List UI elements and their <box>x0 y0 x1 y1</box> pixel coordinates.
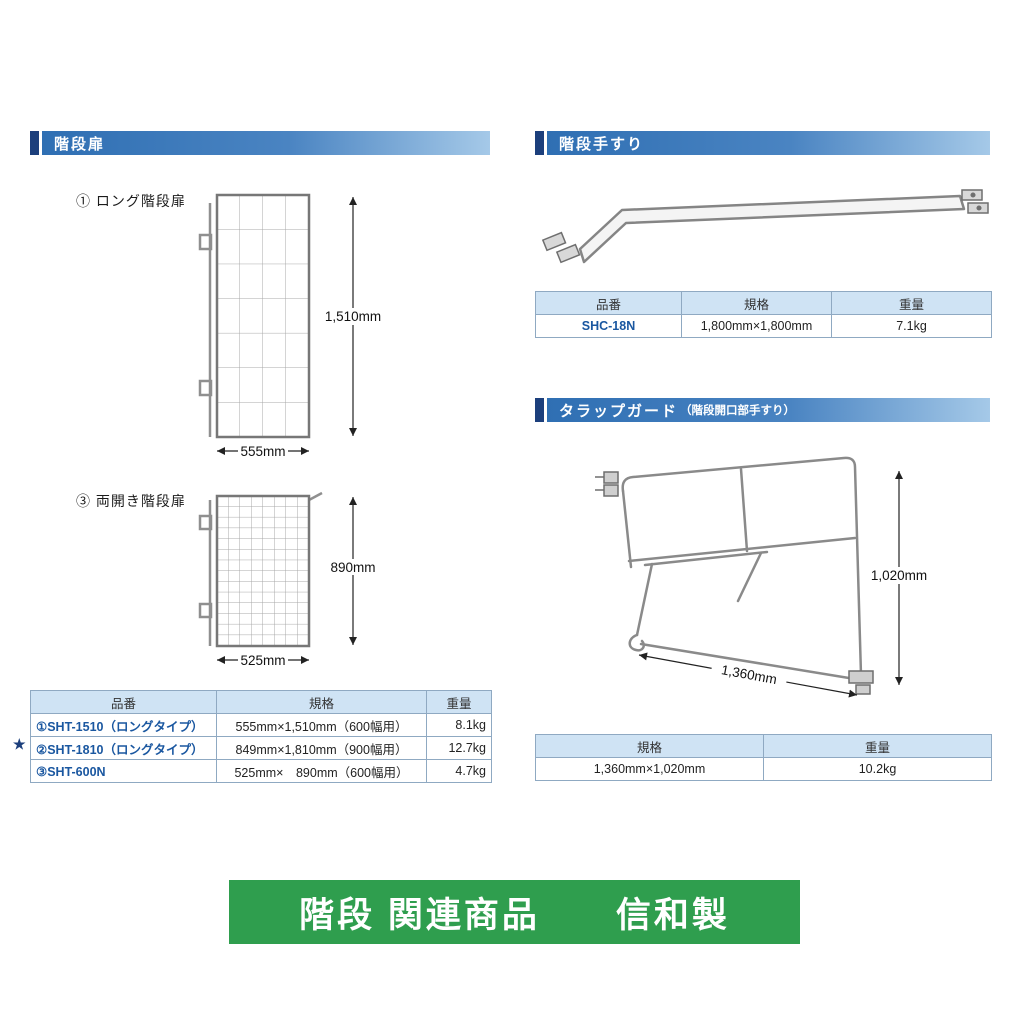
handrail-spec-table: 品番 規格 重量 SHC-18N 1,800mm×1,800mm 7.1kg <box>535 291 992 338</box>
section-title-tarap-guard: タラップガード <box>559 402 679 420</box>
section-header-stair-door: 階段扉 <box>30 131 490 155</box>
guard-frame <box>621 456 863 681</box>
table-row: ②SHT-1810（ロングタイプ） 849mm×1,810mm（900幅用） 1… <box>30 736 492 760</box>
door-mesh-panel <box>215 494 311 648</box>
table-row: 1,360mm×1,020mm 10.2kg <box>535 757 992 781</box>
header-accent-bar <box>30 131 39 155</box>
col-header-weight: 重量 <box>426 690 492 714</box>
table-row: SHC-18N 1,800mm×1,800mm 7.1kg <box>535 314 992 338</box>
col-header-part: 品番 <box>535 291 682 315</box>
table-header-row: 規格 重量 <box>535 734 992 758</box>
double-stair-door-diagram: 890mm 525mm <box>198 491 383 668</box>
weight-value: 7.1kg <box>831 314 992 338</box>
section-header-tarap-guard: タラップガード （階段開口部手すり） <box>535 398 990 422</box>
col-header-weight: 重量 <box>831 291 992 315</box>
section-header-stair-handrail: 階段手すり <box>535 131 990 155</box>
stair-door-spec-table: 品番 規格 重量 ①SHT-1510（ロングタイプ） 555mm×1,510mm… <box>30 690 492 783</box>
stair-handrail-diagram <box>541 189 989 264</box>
handrail-clamps-left <box>541 231 581 264</box>
handrail-frame <box>578 194 966 264</box>
header-accent-bar <box>535 131 544 155</box>
dim-height-label: 1,510mm <box>325 309 381 324</box>
door-hinge-post <box>198 203 213 437</box>
table-header-row: 品番 規格 重量 <box>535 291 992 315</box>
weight-value: 12.7kg <box>426 736 492 760</box>
item-label-double-door: ③ 両開き階段扉 <box>76 493 186 509</box>
weight-value: 8.1kg <box>426 713 492 737</box>
spec-value: 849mm×1,810mm（900幅用） <box>216 736 427 760</box>
guard-coupler <box>595 471 619 497</box>
tarap-guard-diagram: 1,020mm 1,360mm <box>595 456 935 698</box>
dim-width-long-door: 555mm <box>217 443 309 459</box>
section-subtitle-tarap-guard: （階段開口部手すり） <box>680 405 796 417</box>
dim-width-label: 555mm <box>240 444 285 459</box>
section-title-stair-door: 階段扉 <box>54 135 106 153</box>
banner-text: 階段 関連商品 信和製 <box>299 895 730 935</box>
dim-height-double-door: 890mm <box>323 497 383 645</box>
section-title-stair-handrail: 階段手すり <box>559 135 645 153</box>
handrail-clamps-right <box>961 189 989 214</box>
table-row: ③SHT-600N 525mm× 890mm（600幅用） 4.7kg <box>30 759 492 783</box>
col-header-spec: 規格 <box>681 291 832 315</box>
header-accent-bar <box>535 398 544 422</box>
header-gradient-bar: 階段手すり <box>547 131 990 155</box>
dim-height-label: 890mm <box>330 560 375 575</box>
category-banner: 階段 関連商品 信和製 <box>229 880 800 944</box>
header-gradient-bar: タラップガード （階段開口部手すり） <box>547 398 990 422</box>
dim-height-guard: 1,020mm <box>863 471 935 685</box>
item-label-long-door: ① ロング階段扉 <box>76 193 186 209</box>
dim-width-label: 525mm <box>240 653 285 668</box>
col-header-weight: 重量 <box>763 734 992 758</box>
table-row: ①SHT-1510（ロングタイプ） 555mm×1,510mm（600幅用） 8… <box>30 713 492 737</box>
col-header-spec: 規格 <box>535 734 764 758</box>
spec-value: 555mm×1,510mm（600幅用） <box>216 713 427 737</box>
door-mesh-panel <box>215 193 311 439</box>
table-header-row: 品番 規格 重量 <box>30 690 492 714</box>
door-hinge-post <box>198 491 323 646</box>
long-stair-door-diagram: 1,510mm 555mm <box>198 193 389 459</box>
part-number: ③SHT-600N <box>30 759 217 783</box>
spec-value: 1,800mm×1,800mm <box>681 314 832 338</box>
part-number: SHC-18N <box>535 314 682 338</box>
guard-spec-table: 規格 重量 1,360mm×1,020mm 10.2kg <box>535 734 992 781</box>
spec-value: 1,360mm×1,020mm <box>535 757 764 781</box>
dim-height-long-door: 1,510mm <box>317 197 389 436</box>
spec-value: 525mm× 890mm（600幅用） <box>216 759 427 783</box>
header-gradient-bar: 階段扉 <box>42 131 490 155</box>
dim-width-double-door: 525mm <box>217 652 309 668</box>
part-number: ①SHT-1510（ロングタイプ） <box>30 713 217 737</box>
guard-base-clamp <box>848 670 874 695</box>
weight-value: 4.7kg <box>426 759 492 783</box>
col-header-spec: 規格 <box>216 690 427 714</box>
featured-star-icon: ★ <box>13 736 26 752</box>
part-number: ②SHT-1810（ロングタイプ） <box>30 736 217 760</box>
weight-value: 10.2kg <box>763 757 992 781</box>
col-header-part: 品番 <box>30 690 217 714</box>
dim-height-label: 1,020mm <box>871 568 927 583</box>
